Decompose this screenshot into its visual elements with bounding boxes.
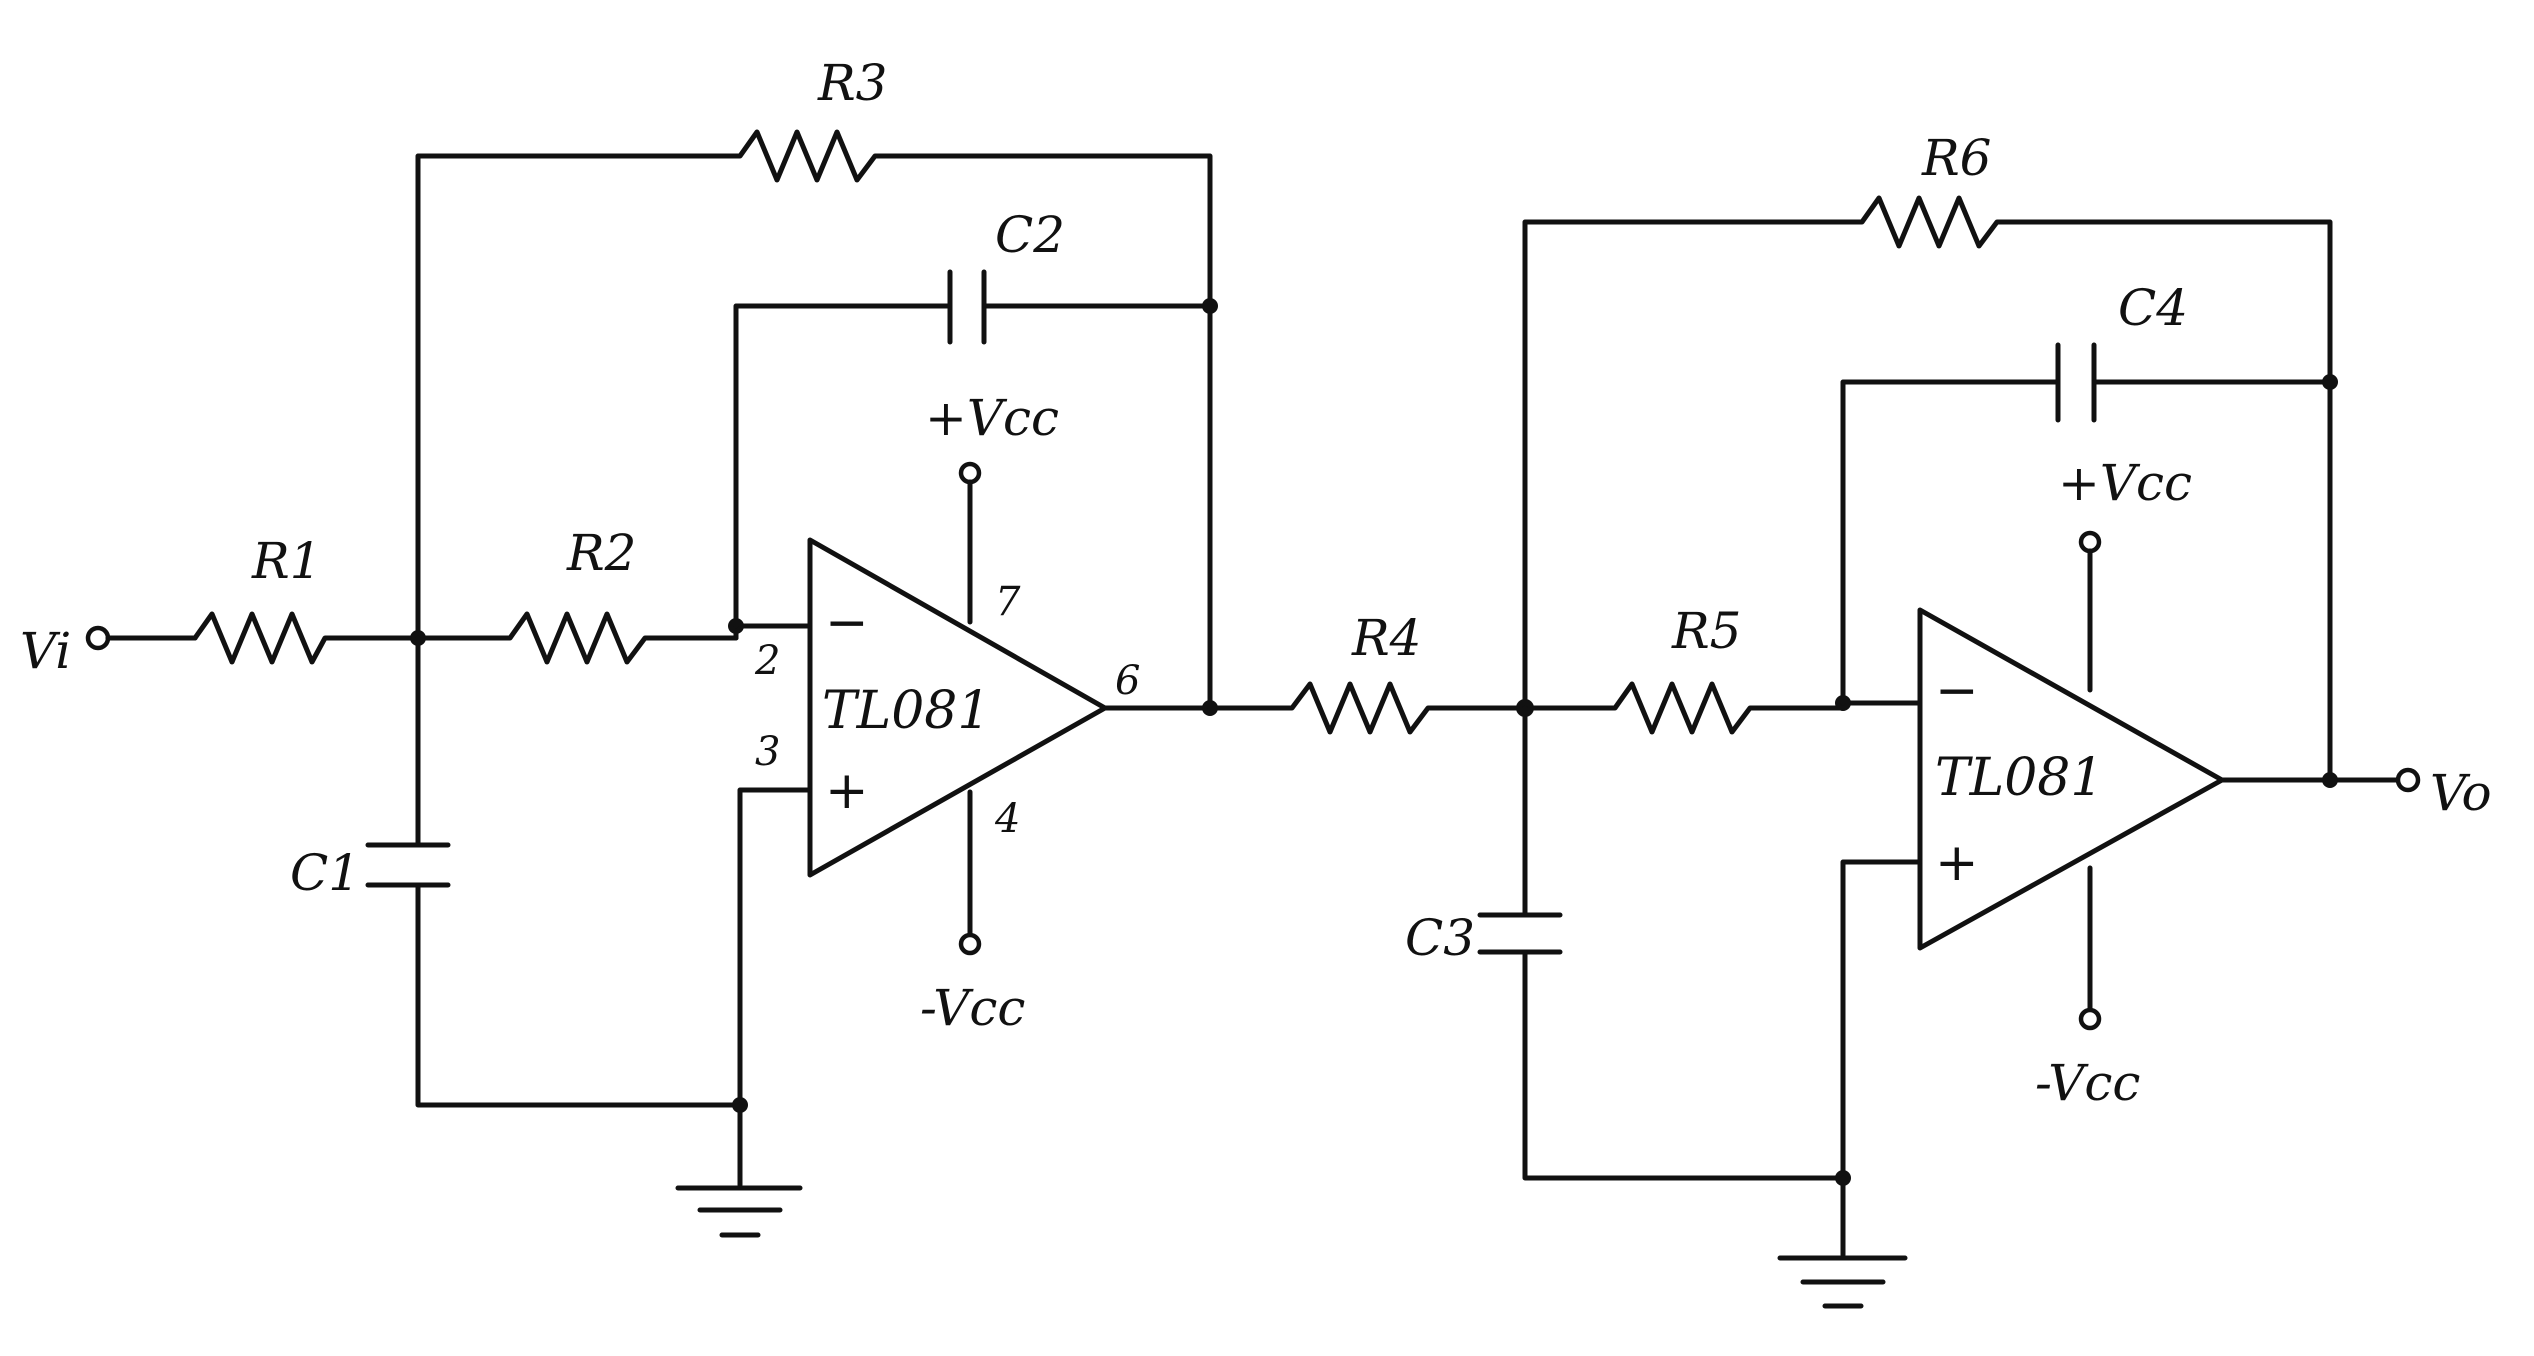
wire-c4-left	[1840, 379, 2061, 706]
supply-neg-terminal-1[interactable]	[958, 932, 982, 956]
wire-noninverting-1	[737, 787, 813, 1108]
wire-c1-bottom	[415, 882, 743, 1108]
wire-c3-bottom	[1522, 949, 1846, 1181]
ground-symbol-2	[1777, 1175, 1908, 1309]
opamp-2-inverting-sign: −	[1935, 661, 1979, 721]
junction-output-2	[2322, 772, 2338, 788]
supply-pos-label-1: +Vcc	[925, 389, 1059, 447]
label-r2: R2	[566, 524, 636, 582]
opamp-1-inverting-sign: −	[825, 593, 869, 653]
resistor-r1	[192, 611, 421, 665]
label-c2: C2	[995, 206, 1065, 264]
supply-neg-terminal-2[interactable]	[2078, 1007, 2102, 1031]
stage-2: − + TL081 +Vcc -Vcc Vo R4 R	[1207, 129, 2492, 1309]
label-r5: R5	[1671, 602, 1741, 660]
wire-to-inverting-1	[733, 623, 813, 641]
resistor-r4	[1207, 681, 1528, 735]
supply-neg-label-1: -Vcc	[920, 979, 1025, 1037]
input-terminal[interactable]	[85, 625, 111, 651]
opamp-1-pin-4: 4	[994, 796, 1020, 842]
opamp-1-noninverting-sign: +	[825, 761, 869, 821]
label-c3: C3	[1405, 909, 1475, 967]
supply-pos-terminal-2[interactable]	[2078, 530, 2102, 554]
label-r4: R4	[1351, 609, 1421, 667]
opamp-2-noninverting-sign: +	[1935, 833, 1979, 893]
stage-1: − + TL081 2 3 6 7 4 +Vcc -Vcc	[20, 54, 1218, 1238]
label-r3: R3	[817, 54, 887, 112]
ground-symbol-1	[675, 1102, 803, 1238]
supply-pos-label-2: +Vcc	[2058, 454, 2192, 512]
opamp-1-pin-7: 7	[995, 579, 1021, 625]
opamp-1-pin-3: 3	[755, 729, 780, 775]
wire-c2-left	[733, 303, 953, 629]
label-c1: C1	[290, 844, 360, 902]
wire-noninverting-2	[1840, 859, 1923, 1181]
resistor-r6	[1522, 195, 2333, 711]
resistor-r2	[415, 611, 739, 665]
opamp-1-pin-6: 6	[1115, 658, 1140, 704]
opamp-2-part-label: TL081	[1935, 748, 2103, 808]
opamp-1-body	[807, 537, 1108, 878]
supply-neg-label-2: -Vcc	[2035, 1054, 2140, 1112]
opamp-2-body	[1917, 607, 2225, 951]
supply-pos-terminal-1[interactable]	[958, 461, 982, 485]
opamp-1-pin-2: 2	[754, 638, 780, 684]
label-r1: R1	[251, 532, 321, 590]
output-label: Vo	[2430, 764, 2492, 822]
input-label: Vi	[20, 622, 71, 680]
label-c4: C4	[2118, 279, 2188, 337]
output-terminal[interactable]	[2395, 767, 2421, 793]
resistor-r5	[1522, 681, 1846, 735]
opamp-1-part-label: TL081	[822, 681, 990, 741]
resistor-r3	[415, 129, 1213, 641]
label-r6: R6	[1921, 129, 1991, 187]
